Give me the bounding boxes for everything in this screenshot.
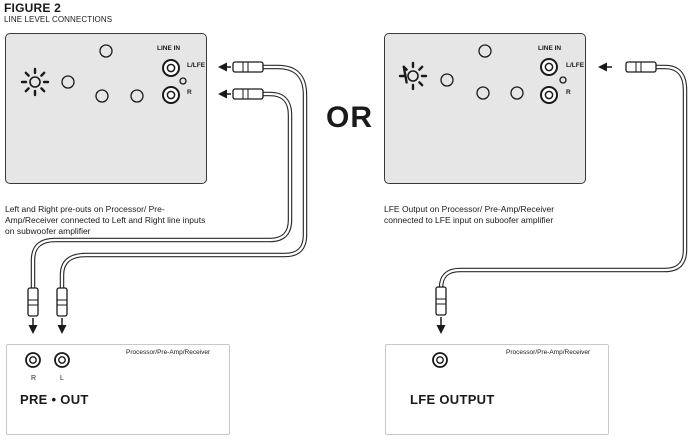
knob-icon	[478, 44, 492, 58]
knob-icon	[510, 86, 524, 100]
rca-jack-icon	[25, 352, 41, 368]
right-receiver-box	[385, 344, 609, 435]
right-amp-panel	[384, 33, 586, 184]
rca-plug-icon	[56, 287, 68, 317]
indicator-led-icon	[559, 76, 567, 84]
left-amp-panel	[5, 33, 207, 184]
left-receiver-box	[6, 344, 230, 435]
status-led-ring-icon	[20, 67, 50, 97]
right-r-label: R	[566, 89, 571, 96]
rca-plug-icon	[232, 61, 264, 73]
right-lfe-label: L/LFE	[566, 62, 585, 69]
figure-title: FIGURE 2	[4, 1, 61, 15]
status-led-ring-icon	[398, 61, 428, 91]
knob-icon	[61, 75, 75, 89]
right-receiver-title: Processor/Pre-Amp/Receiver	[506, 349, 591, 356]
left-line-in-header: LINE IN	[157, 45, 181, 52]
knob-icon	[99, 44, 113, 58]
knob-icon	[95, 89, 109, 103]
knob-icon	[130, 89, 144, 103]
left-r-label: R	[187, 89, 192, 96]
indicator-led-icon	[179, 77, 187, 85]
rca-jack-icon	[540, 58, 558, 76]
lfe-output-label: LFE OUTPUT	[410, 392, 495, 407]
left-caption: Left and Right pre-outs on Processor/ Pr…	[5, 204, 206, 236]
figure-subtitle: LINE LEVEL CONNECTIONS	[4, 15, 113, 24]
knob-icon	[476, 86, 490, 100]
rca-jack-icon	[162, 86, 180, 104]
rca-plug-icon	[435, 286, 447, 316]
right-caption: LFE Output on Processor/ Pre-Amp/Receive…	[384, 204, 555, 225]
knob-icon	[440, 73, 454, 87]
right-line-in-header: LINE IN	[538, 45, 562, 52]
rca-plug-icon	[232, 88, 264, 100]
rca-jack-icon	[162, 59, 180, 77]
left-receiver-title: Processor/Pre-Amp/Receiver	[126, 349, 211, 356]
or-separator: OR	[326, 101, 373, 134]
rca-jack-icon	[540, 86, 558, 104]
rca-plug-icon	[625, 61, 657, 73]
rca-jack-icon	[54, 352, 70, 368]
left-jack-l-label: L	[60, 375, 64, 382]
pre-out-label: PRE • OUT	[20, 392, 89, 407]
left-lfe-label: L/LFE	[187, 62, 206, 69]
rca-jack-icon	[432, 352, 448, 368]
rca-plug-icon	[27, 287, 39, 317]
left-jack-r-label: R	[31, 375, 37, 382]
